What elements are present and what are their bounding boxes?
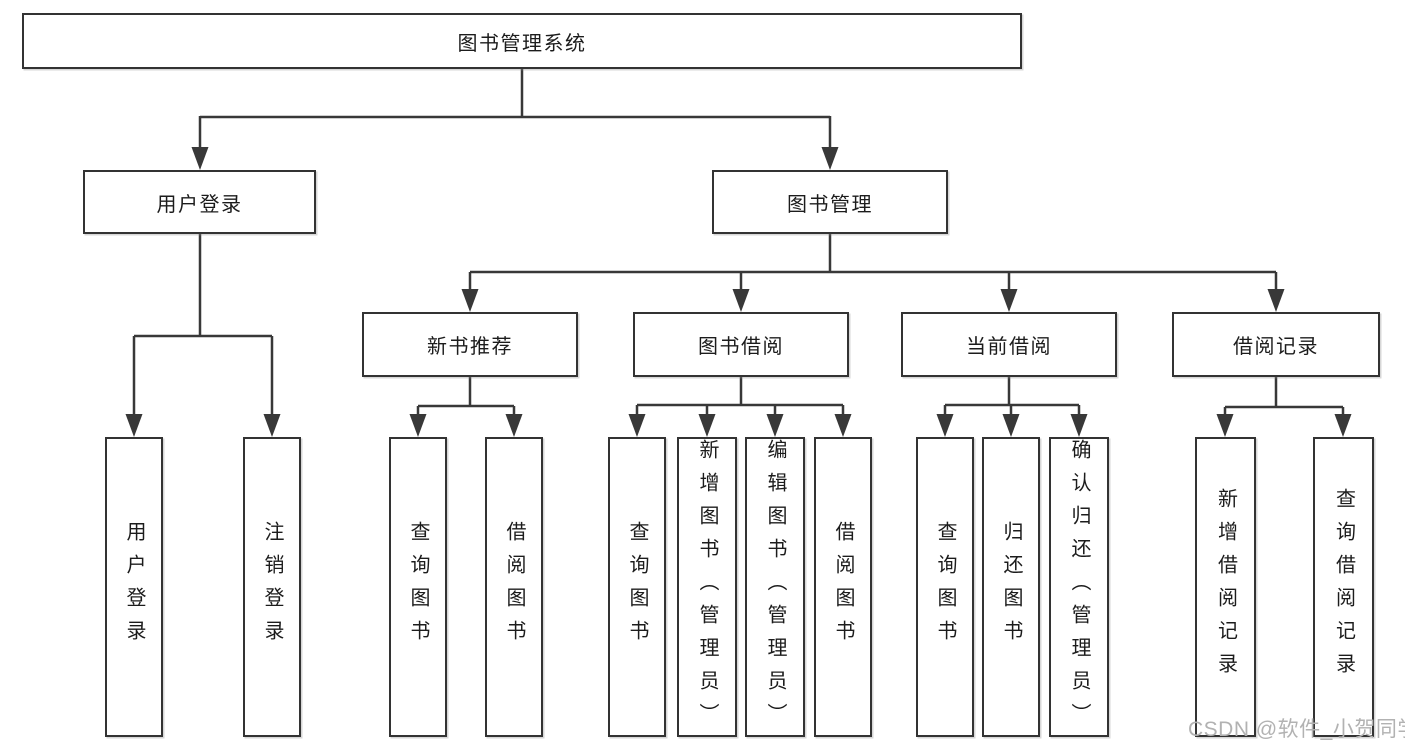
leaf-user-login: 用户登录: [105, 437, 163, 737]
connector-new-book-to-leaves: [416, 377, 516, 416]
leaf-user-login-label: 用户登录: [123, 521, 145, 653]
leaf-borrowing-add-books-admin: 新增图书（管理员）: [677, 437, 737, 737]
connector-current-borrow-to-leaves: [943, 377, 1081, 416]
leaf-current-query-books-label: 查询图书: [934, 521, 956, 653]
leaf-current-return-books: 归还图书: [982, 437, 1040, 737]
leaf-records-add-record: 新增借阅记录: [1195, 437, 1256, 737]
leaf-records-query-record: 查询借阅记录: [1313, 437, 1374, 737]
leaf-recommend-borrow-books-label: 借阅图书: [503, 521, 525, 653]
arrowheads: [125, 147, 1352, 437]
leaf-recommend-borrow-books: 借阅图书: [485, 437, 543, 737]
leaf-borrowing-query-books: 查询图书: [608, 437, 666, 737]
node-borrowing-records: 借阅记录: [1172, 312, 1380, 377]
connector-borrow-records-to-leaves: [1223, 377, 1345, 416]
leaf-borrowing-query-books-label: 查询图书: [626, 521, 648, 653]
leaf-borrowing-borrow-books: 借阅图书: [814, 437, 872, 737]
csdn-watermark: CSDN @软件_小贺同学: [1188, 718, 1405, 741]
node-user-login: 用户登录: [83, 170, 316, 234]
leaf-current-return-books-label: 归还图书: [1000, 521, 1022, 653]
leaf-current-confirm-return-admin-label: 确认归还（管理员）: [1068, 439, 1090, 736]
connector-book-management-to-level2: [468, 234, 1278, 291]
connector-root-to-level1: [198, 69, 832, 150]
leaf-current-confirm-return-admin: 确认归还（管理员）: [1049, 437, 1109, 737]
leaf-borrowing-edit-books-admin-label: 编辑图书（管理员）: [764, 439, 786, 736]
connector-book-borrow-to-leaves: [635, 377, 845, 416]
leaf-borrowing-edit-books-admin: 编辑图书（管理员）: [745, 437, 805, 737]
leaf-current-query-books: 查询图书: [916, 437, 974, 737]
leaf-records-query-record-label: 查询借阅记录: [1332, 488, 1355, 686]
leaf-borrowing-borrow-books-label: 借阅图书: [832, 521, 854, 653]
connector-user-login-to-leaves: [132, 234, 274, 416]
leaf-recommend-query-books: 查询图书: [389, 437, 447, 737]
leaf-logout-label: 注销登录: [261, 521, 283, 653]
node-current-borrowing: 当前借阅: [901, 312, 1117, 377]
leaf-records-add-record-label: 新增借阅记录: [1214, 488, 1237, 686]
node-new-book-recommendation: 新书推荐: [362, 312, 578, 377]
node-book-management: 图书管理: [712, 170, 948, 234]
node-library-management-system: 图书管理系统: [22, 13, 1022, 69]
leaf-borrowing-add-books-admin-label: 新增图书（管理员）: [696, 439, 718, 736]
node-book-borrowing: 图书借阅: [633, 312, 849, 377]
leaf-recommend-query-books-label: 查询图书: [407, 521, 429, 653]
leaf-logout: 注销登录: [243, 437, 301, 737]
